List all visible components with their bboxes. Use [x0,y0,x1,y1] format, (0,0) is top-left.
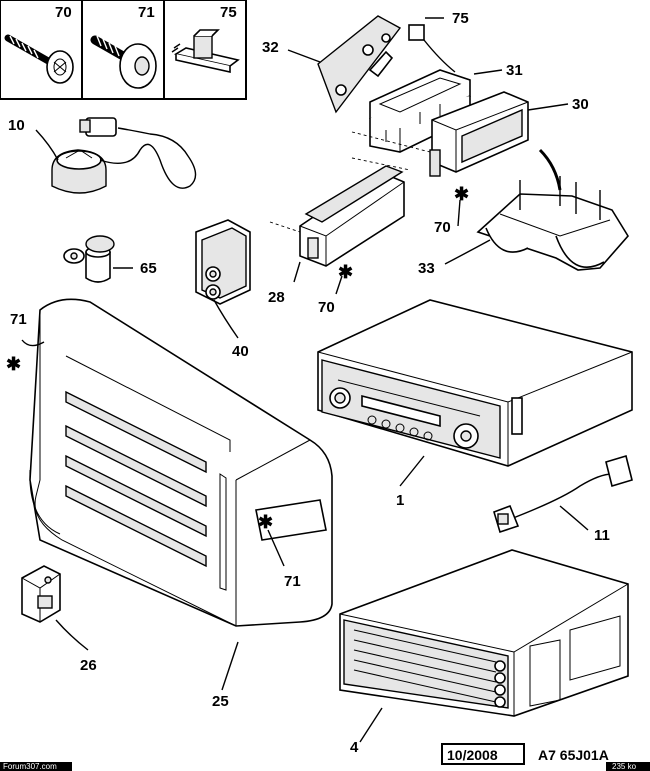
part-1-radio-unit [317,299,633,467]
legend-label-71: 71 [138,4,155,21]
legend-box-71: 71 [81,0,165,100]
part-10-aerial-connector [51,117,197,194]
callout-30: 30 [572,96,589,113]
bolt-icon [90,35,157,89]
watermark-left-bg [0,762,72,771]
footer: 10/2008 A7 65J01A Forum307.com 235 ko [0,743,650,771]
callout-28: 28 [268,289,285,306]
legend-label-75: 75 [220,4,237,21]
callout-70-a: 70 [434,219,451,236]
star-marker-71b: ✱ [258,512,273,532]
date-box [441,743,525,765]
watermark-right-bg [606,762,650,771]
part-28-electronic-module [299,165,405,267]
part-30-control-module [429,91,529,177]
connector-clip-icon [171,29,240,73]
part-25-front-fascia [29,298,333,627]
callout-31: 31 [506,62,523,79]
callout-26: 26 [80,657,97,674]
callout-71-a: 71 [10,311,27,328]
footer-date: 10/2008 [447,747,498,763]
callout-1: 1 [396,492,404,509]
callout-11: 11 [594,527,610,544]
footer-reference: A7 65J01A [538,747,609,763]
part-75-connector-marker [408,24,456,73]
legend-box-75: 75 [163,0,247,100]
watermark-left: Forum307.com [3,762,57,771]
leader-lines [21,17,589,743]
part-32-bracket-plate [317,15,402,114]
callout-65: 65 [140,260,157,277]
callout-75: 75 [452,10,469,27]
callout-32: 32 [262,39,279,56]
callout-33: 33 [418,260,435,277]
callout-40: 40 [232,343,249,360]
part-40-socket-block [195,219,251,305]
callout-70-b: 70 [318,299,335,316]
part-31-mounting-frame [369,69,471,153]
part-26-clip [21,565,61,623]
callout-10: 10 [8,117,25,134]
part-11-wiring-lead [493,454,633,534]
callout-4: 4 [350,739,359,756]
part-33-support-bracket [476,148,629,271]
star-marker-71a: ✱ [6,354,21,374]
screw-icon [4,34,74,84]
legend-box-70: 70 [0,0,83,100]
part-65-cylinder-fitting [63,235,115,283]
callout-71-b: 71 [284,573,301,590]
fixing-point-markers: ✱ ✱ ✱ ✱ [6,184,469,532]
star-marker-70a: ✱ [454,184,469,204]
legend-label-70: 70 [55,4,72,21]
part-4-audio-unit [339,549,629,717]
callout-25: 25 [212,693,229,710]
watermark-right: 235 ko [612,762,637,771]
callout-labels: 75 32 31 30 10 65 40 28 33 70 70 71 1 11… [8,10,610,756]
